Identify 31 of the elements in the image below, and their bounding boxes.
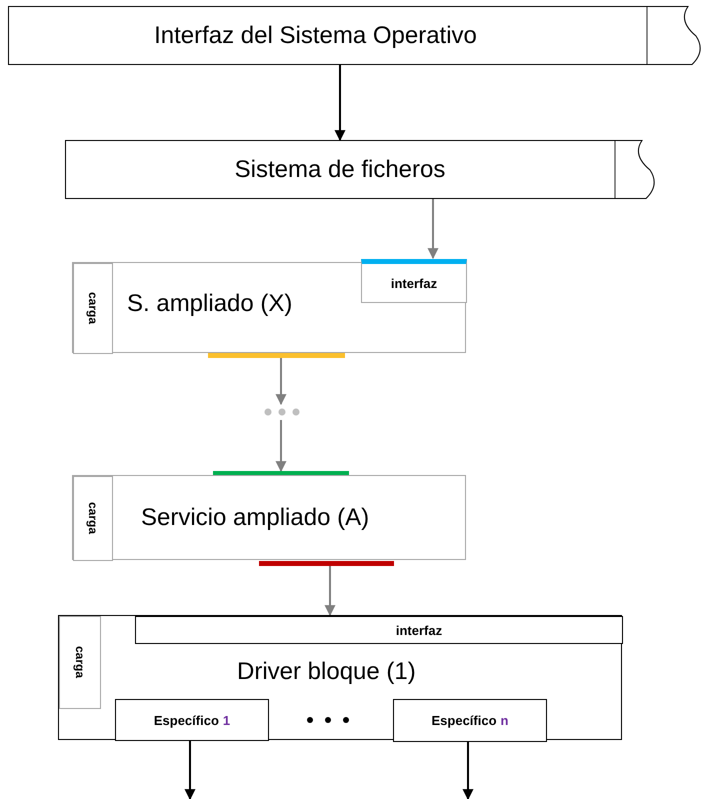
arrow [184, 740, 196, 799]
interface-box [135, 616, 623, 644]
arrow [276, 358, 286, 406]
box-title: Driver bloque (1) [237, 658, 416, 686]
index-label: 1 [222, 712, 230, 728]
arrow [276, 420, 286, 472]
interface-box [361, 259, 467, 303]
box-title: Servicio ampliado (A) [141, 504, 370, 532]
specific-box [115, 699, 269, 741]
process-box [58, 615, 622, 740]
specific-box [393, 699, 547, 742]
side-label: carga [86, 292, 100, 325]
arrow [462, 741, 474, 799]
interface-label: interfaz [396, 622, 442, 638]
index-label: n [500, 713, 508, 728]
side-label: carga [86, 502, 100, 535]
specific-label: Específico [432, 713, 497, 728]
side-label-box [73, 476, 113, 561]
side-label-box [73, 263, 113, 354]
process-box [72, 475, 466, 560]
interface-label: interfaz [390, 276, 438, 290]
arrow [324, 565, 336, 616]
box-title: S. ampliado (X) [127, 290, 292, 318]
specific-label: Específico [154, 712, 219, 728]
arrow [334, 65, 346, 142]
side-label: carga [73, 646, 87, 679]
box-title: Interfaz del Sistema Operativo [154, 22, 477, 50]
box-title: Sistema de ficheros [234, 156, 446, 184]
side-label-box [59, 616, 101, 709]
process-box [72, 262, 466, 353]
arrow [428, 199, 438, 260]
